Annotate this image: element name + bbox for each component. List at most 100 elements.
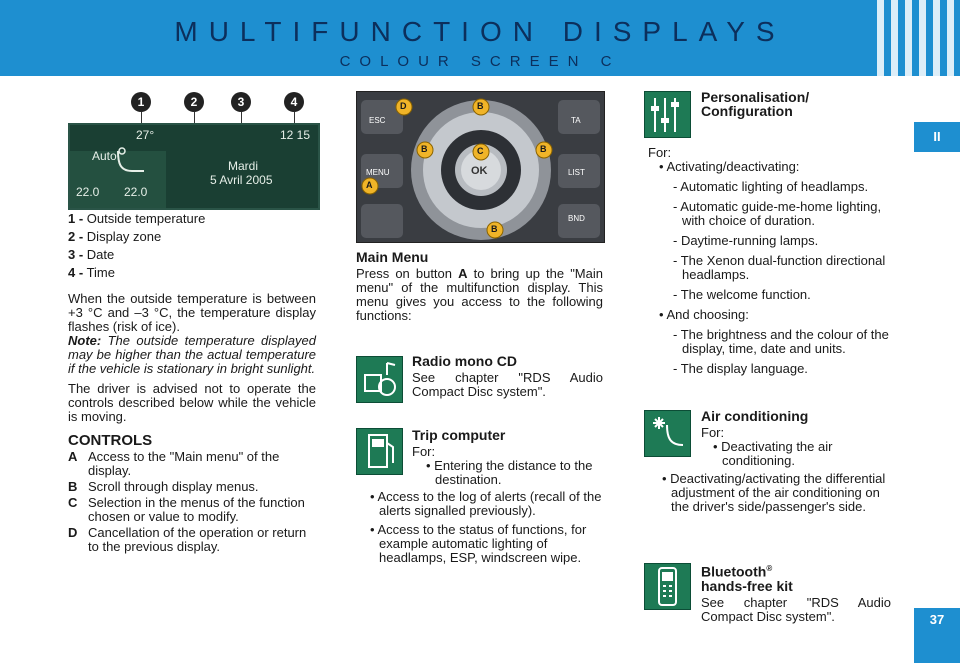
note-label: Note: (68, 333, 102, 348)
perso-d1-2: - Automatic guide-me-home lighting, with… (673, 199, 882, 228)
photo-label-b-right: B (540, 144, 547, 154)
air-for: For: (701, 425, 725, 440)
controls-heading: CONTROLS (68, 432, 153, 449)
air-conditioning-icon (644, 410, 691, 457)
screen-temp-left: 22.0 (76, 185, 100, 199)
bluetooth-text: See chapter "RDS Audio Compact Disc syst… (701, 594, 891, 624)
page-title: MULTIFUNCTION DISPLAYS (174, 16, 786, 47)
main-menu-pre: Press on button (356, 266, 452, 281)
control-text-d: Cancellation of the operation or return … (88, 525, 307, 554)
perso-b2: • And choosing: (659, 307, 749, 322)
trip-computer-icon (356, 428, 403, 475)
trip-section: Trip computer For: • Entering the distan… (412, 428, 603, 493)
bluetooth-section: Bluetooth® hands-free kit See chapter "R… (701, 562, 891, 630)
perso-d1-5: - The welcome function. (673, 287, 811, 302)
personalisation-heading-2: Configuration (701, 103, 793, 119)
page-header: MULTIFUNCTION DISPLAYS COLOUR SCREEN C (0, 0, 960, 76)
photo-label-b-top: B (477, 101, 484, 111)
main-menu-key: A (458, 266, 468, 281)
photo-label-b-bottom: B (491, 224, 498, 234)
bluetooth-heading: Bluetooth (701, 563, 767, 580)
radio-section: Radio mono CD See chapter "RDS Audio Com… (412, 354, 603, 405)
screen-day: Mardi (228, 159, 259, 173)
photo-label-a: A (366, 180, 373, 190)
personalisation-heading-block: Personalisation/ Configuration (701, 90, 891, 121)
callout-2: 2 (184, 92, 204, 112)
control-text-b: Scroll through display menus. (88, 479, 259, 494)
personalisation-icon (644, 91, 691, 138)
legend-text-3: Date (86, 247, 115, 262)
perso-b1: • Activating/deactivating: (659, 159, 800, 174)
legend-num-2: 2 - (68, 229, 84, 244)
air-heading-block: Air conditioning For: • Deactivating the… (701, 409, 891, 474)
trip-item-1: • Entering the distance to the destinati… (426, 458, 593, 487)
legend-text-2: Display zone (86, 229, 162, 244)
main-menu-paragraph: Press on button A to bring up the "Main … (356, 267, 603, 323)
photo-esc: ESC (369, 116, 386, 125)
bluetooth-registered: ® (766, 564, 773, 573)
control-text-a: Access to the "Main menu" of the display… (88, 449, 280, 478)
radio-cd-icon (356, 356, 403, 403)
perso-for: For: (648, 145, 672, 160)
radio-heading: Radio mono CD (412, 353, 517, 369)
legend-text-1: Outside temperature (86, 211, 206, 226)
main-menu-post: to bring up the "Main menu" of the multi… (356, 266, 603, 323)
page-subtitle: COLOUR SCREEN C (339, 53, 621, 70)
air-item-1: • Deactivating the air conditioning. (713, 439, 833, 468)
note-paragraph: Note: The outside temperature displayed … (68, 334, 316, 376)
perso-d1-1: - Automatic lighting of headlamps. (673, 179, 869, 194)
callout-row: 1 2 3 4 (131, 92, 311, 112)
photo-ok: OK (471, 165, 488, 177)
perso-d1-3: - Daytime-running lamps. (673, 233, 819, 248)
trip-list: • Access to the log of alerts (recall of… (366, 490, 603, 571)
photo-menu: MENU (366, 168, 390, 177)
control-text-c: Selection in the menus of the function c… (88, 495, 305, 524)
photo-label-d: D (400, 101, 407, 111)
control-panel-drawing (357, 92, 604, 242)
air-item-2: • Deactivating/activating the differenti… (662, 471, 886, 514)
photo-label-b-left: B (421, 144, 428, 154)
photo-bnd: BND (568, 214, 585, 223)
photo-list: LIST (568, 168, 585, 177)
radio-text: See chapter "RDS Audio Compact Disc syst… (412, 370, 603, 399)
control-key-a: A (68, 449, 78, 464)
callout-1: 1 (131, 92, 151, 112)
perso-d2-1: - The brightness and the colour of the d… (673, 327, 889, 356)
middle-column: Main Menu Press on button A to bring up … (356, 250, 603, 329)
main-menu-heading: Main Menu (356, 249, 429, 265)
legend-num-1: 1 - (68, 211, 84, 226)
air-list: • Deactivating/activating the differenti… (658, 472, 891, 520)
bluetooth-heading-2: hands-free kit (701, 577, 793, 594)
phone-icon (644, 563, 691, 610)
screen-time: 12 15 (280, 128, 311, 142)
legend-num-3: 3 - (68, 247, 84, 262)
display-screen-image: 27° 12 15 Auto Mardi 5 Avril 2005 22.0 2… (68, 123, 320, 210)
driver-advice-paragraph: The driver is advised not to operate the… (68, 381, 316, 424)
personalisation-heading-1: Personalisation/ (701, 89, 810, 105)
trip-heading: Trip computer (412, 427, 506, 443)
legend-text-4: Time (86, 265, 115, 280)
page-number: 37 (914, 608, 960, 663)
air-heading: Air conditioning (701, 408, 809, 424)
control-key-c: C (68, 495, 78, 510)
screen-temp-right: 22.0 (124, 185, 148, 199)
callout-4: 4 (284, 92, 304, 112)
ice-warning-paragraph: When the outside temperature is between … (68, 291, 316, 334)
note-text: The outside temperature displayed may be… (68, 333, 316, 376)
screen-mode: Auto (92, 149, 117, 163)
legend-num-4: 4 - (68, 265, 84, 280)
header-stripes (877, 0, 960, 76)
trip-item-3: • Access to the status of functions, for… (370, 522, 587, 565)
callout-3: 3 (231, 92, 251, 112)
photo-ta: TA (571, 116, 581, 125)
screen-date: 5 Avril 2005 (210, 173, 273, 187)
photo-label-c: C (477, 146, 484, 156)
section-tab: II (914, 122, 960, 152)
trip-item-2: • Access to the log of alerts (recall of… (370, 489, 602, 518)
personalisation-list: For: • Activating/deactivating: - Automa… (648, 146, 891, 382)
perso-d1-4: - The Xenon dual-function directional he… (673, 253, 886, 282)
control-panel-photo: D B B B C A B ESC TA MENU LIST BND OK (356, 91, 605, 243)
control-key-b: B (68, 479, 78, 494)
control-key-d: D (68, 525, 78, 540)
left-column: 1 - Outside temperature 2 - Display zone… (68, 212, 316, 556)
